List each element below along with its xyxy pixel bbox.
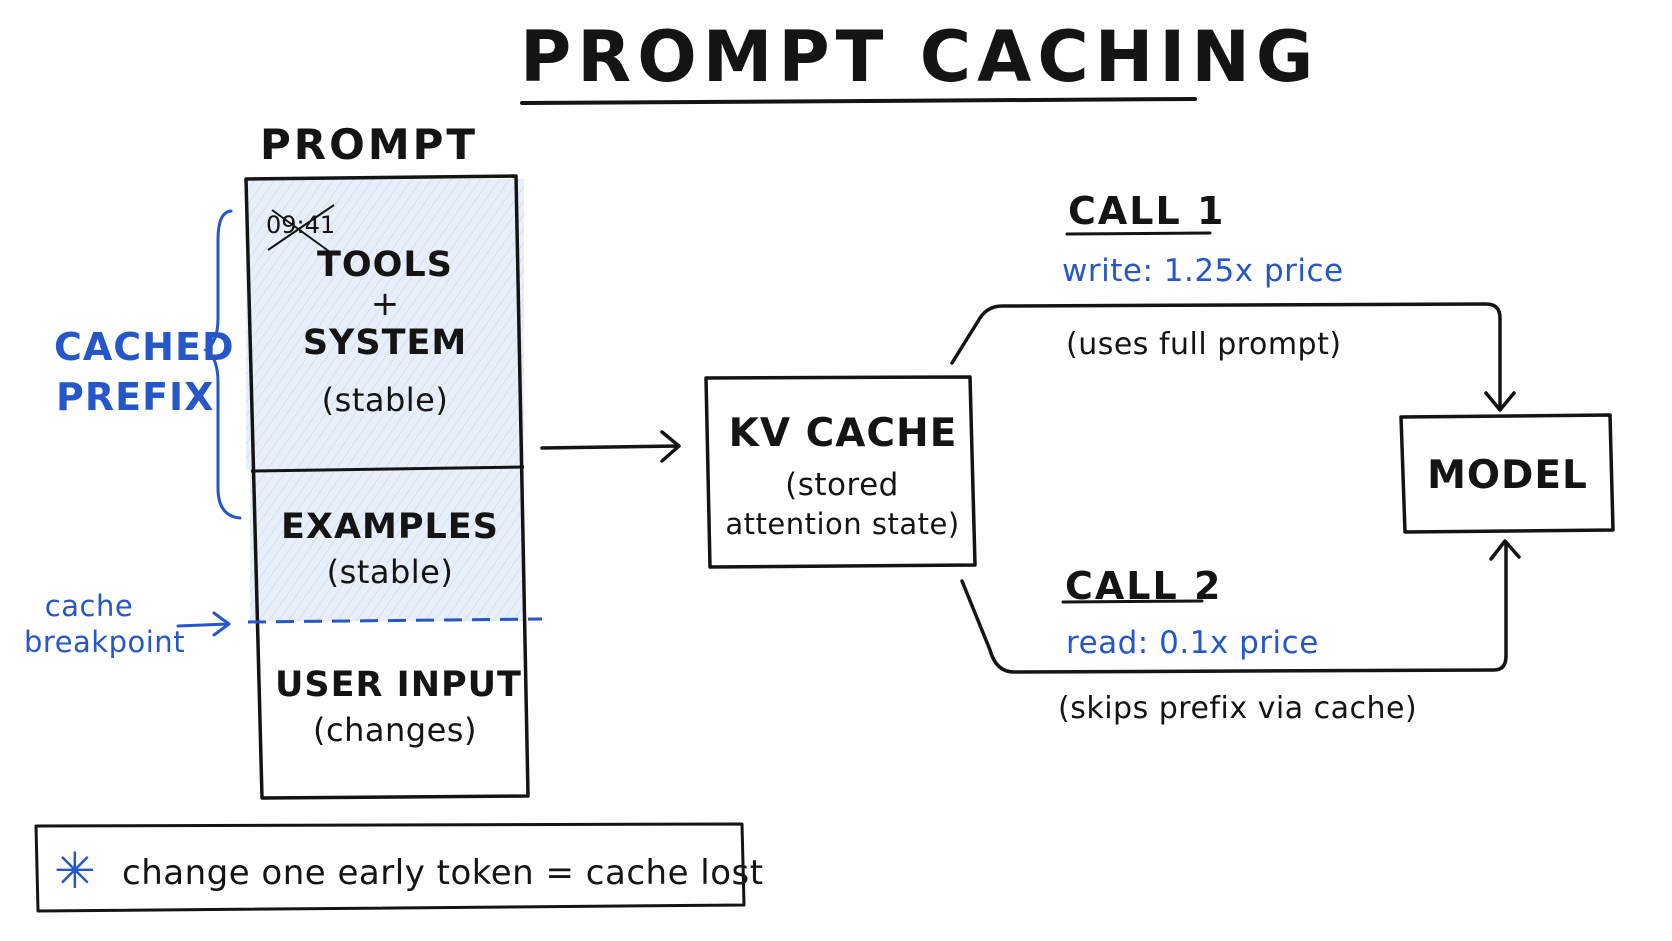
footnote-text: change one early token = cache lost <box>122 853 764 893</box>
call2-label: CALL 2 <box>1065 564 1223 608</box>
kv-cache-label: KV CACHE <box>728 411 958 456</box>
cache-breakpoint-label-line2: breakpoint <box>24 625 186 659</box>
prompt-to-kv-arrow <box>540 430 681 463</box>
title-underline <box>520 97 1197 105</box>
user-input-note: (changes) <box>313 711 477 749</box>
plus-sign: + <box>370 284 400 324</box>
model-box <box>1399 413 1615 534</box>
model-label: MODEL <box>1427 453 1588 498</box>
call2-note: (skips prefix via cache) <box>1058 691 1418 726</box>
page-title: PROMPT CACHING <box>520 16 1320 98</box>
user-input-label: USER INPUT <box>275 665 522 705</box>
cache-breakpoint-label-line1: cache <box>44 589 134 623</box>
tools-stable-note: (stable) <box>321 381 449 419</box>
call1-label: CALL 1 <box>1068 189 1226 233</box>
call2-path <box>960 539 1521 674</box>
cached-prefix-brace <box>203 209 242 520</box>
examples-label: EXAMPLES <box>281 507 499 547</box>
examples-stable-note: (stable) <box>326 553 454 591</box>
tools-section-shade <box>246 179 524 469</box>
prompt-outline <box>244 174 530 800</box>
call2-price: read: 0.1x price <box>1066 625 1319 661</box>
system-label: SYSTEM <box>302 323 468 363</box>
call1-path <box>950 302 1516 412</box>
timestamp: 09:41 <box>266 211 336 239</box>
prompt-stack <box>244 174 543 800</box>
call1-note: (uses full prompt) <box>1066 327 1342 362</box>
examples-section-shade <box>250 469 524 621</box>
prompt-header: PROMPT <box>260 120 479 169</box>
timestamp-cross <box>267 204 335 253</box>
cache-breakpoint-line <box>247 617 543 624</box>
call2-underline <box>1061 599 1204 604</box>
kv-cache-box <box>704 375 977 569</box>
tools-label: TOOLS <box>317 245 453 285</box>
footnote-box <box>34 822 746 913</box>
section-divider <box>250 465 525 473</box>
cached-prefix-label-line1: CACHED <box>54 325 235 369</box>
call1-underline <box>1065 231 1212 236</box>
call1-price: write: 1.25x price <box>1062 253 1344 289</box>
breakpoint-arrow <box>176 611 231 637</box>
kv-cache-note-line1: (stored <box>785 467 899 503</box>
asterisk-icon: ✳ <box>54 842 96 900</box>
kv-cache-note-line2: attention state) <box>725 507 960 541</box>
cached-prefix-label-line2: PREFIX <box>56 375 215 419</box>
